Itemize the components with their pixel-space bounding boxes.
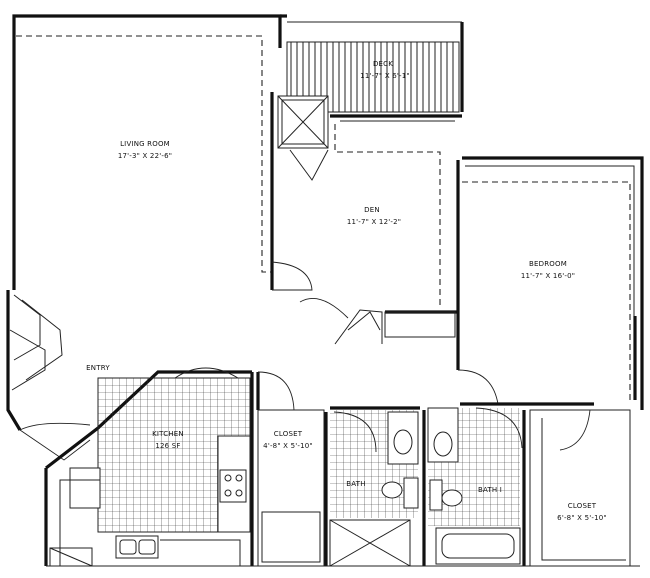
bedroom-dims: 11'-7" X 16'-0"	[521, 272, 575, 280]
kitchen-dims: 126 SF	[155, 442, 180, 450]
room-label-deck: DECK 11'-7" X 6'-1"	[360, 60, 410, 80]
room-label-bedroom: BEDROOM 11'-7" X 16'-0"	[521, 260, 575, 280]
room-label-bath-2: BATH I	[478, 486, 502, 494]
closet-2-dims: 6'-8" X 5'-10"	[557, 514, 607, 522]
living-room-name: LIVING ROOM	[120, 140, 170, 148]
kitchen-name: KITCHEN	[152, 430, 184, 438]
bath-2-name: BATH I	[478, 486, 502, 494]
den-dims: 11'-7" X 12'-2"	[347, 218, 401, 226]
room-label-den: DEN 11'-7" X 12'-2"	[347, 206, 401, 226]
closet-1-dims: 4'-8" X 5'-10"	[263, 442, 313, 450]
room-label-entry: ENTRY	[86, 364, 110, 372]
deck-dims: 11'-7" X 6'-1"	[360, 72, 410, 80]
exterior-walls	[6, 14, 644, 567]
room-label-living-room: LIVING ROOM 17'-3" X 22'-6"	[118, 140, 172, 160]
room-label-bath-1: BATH	[346, 480, 365, 488]
entry-name: ENTRY	[86, 364, 110, 372]
closet-2-name: CLOSET	[568, 502, 597, 510]
closet-1-name: CLOSET	[274, 430, 303, 438]
room-label-closet-1: CLOSET 4'-8" X 5'-10"	[263, 430, 313, 450]
room-label-closet-2: CLOSET 6'-8" X 5'-10"	[557, 502, 607, 522]
den-name: DEN	[364, 206, 380, 214]
living-room-dims: 17'-3" X 22'-6"	[118, 152, 172, 160]
bath-1-name: BATH	[346, 480, 365, 488]
deck-name: DECK	[373, 60, 393, 68]
bedroom-name: BEDROOM	[529, 260, 567, 268]
room-label-kitchen: KITCHEN 126 SF	[152, 430, 184, 450]
